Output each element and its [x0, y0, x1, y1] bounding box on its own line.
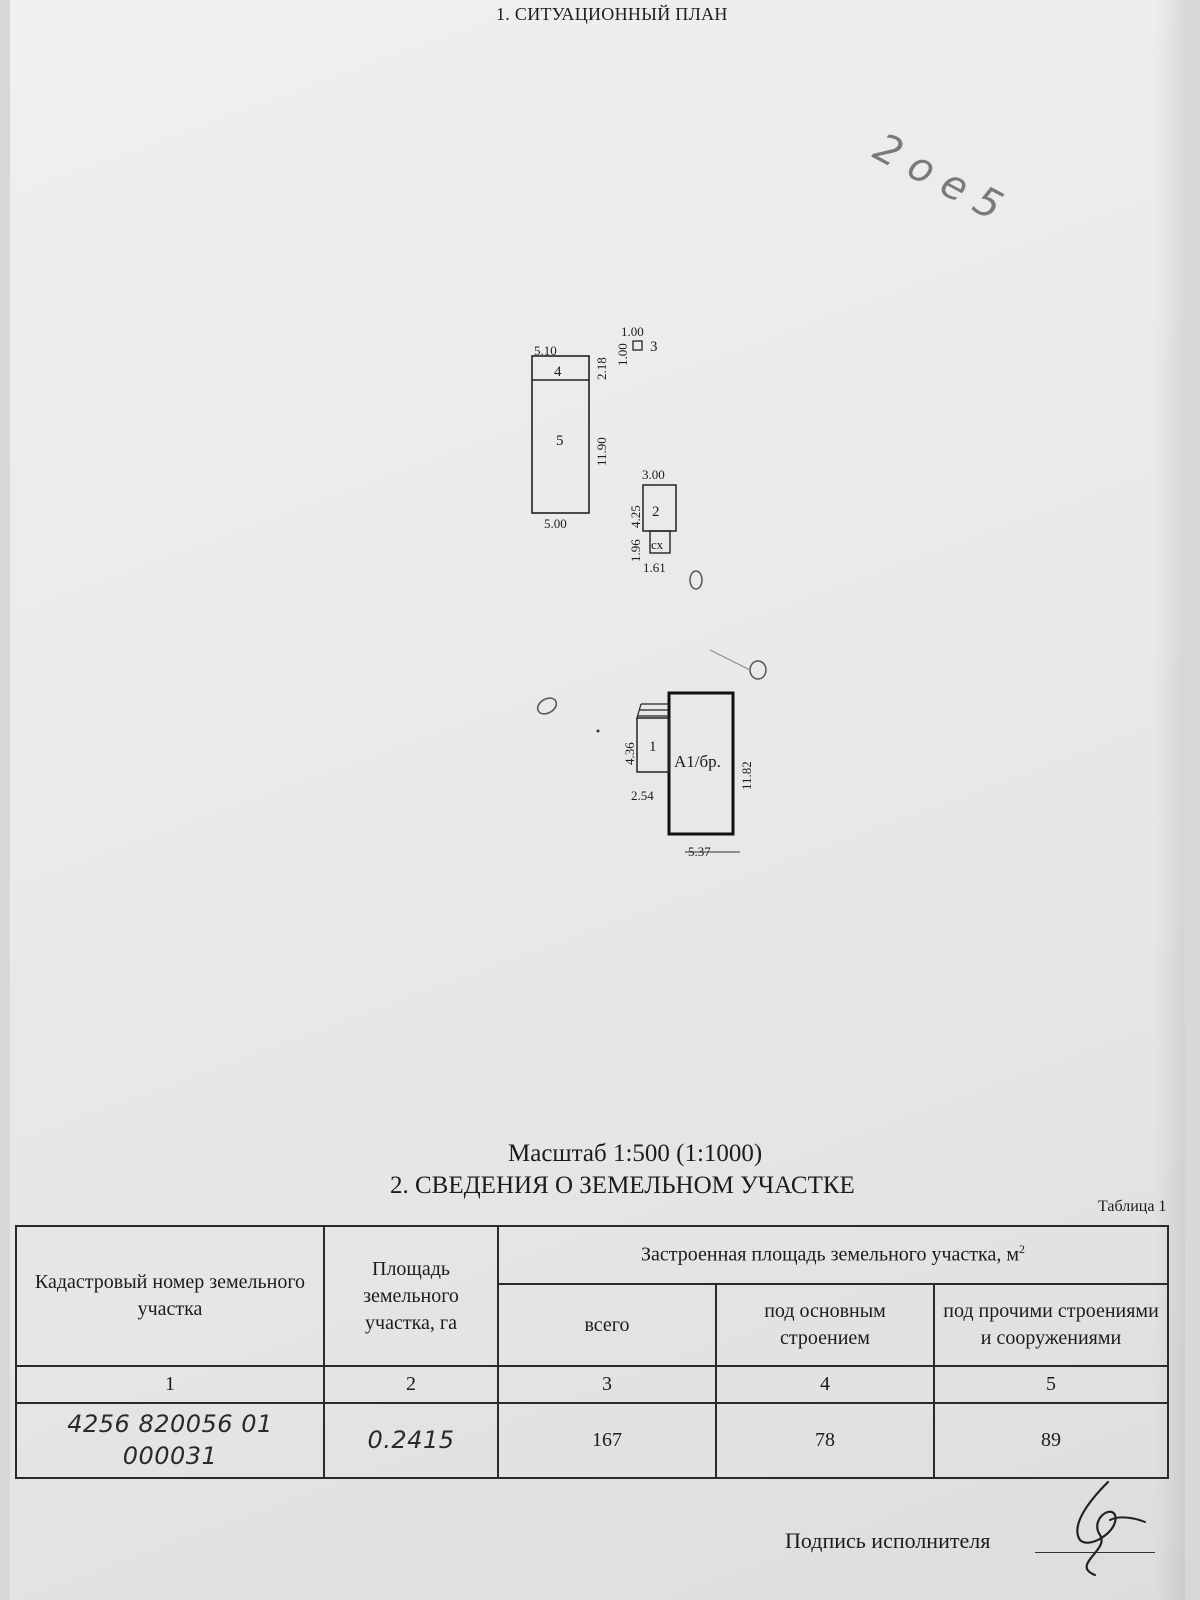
building-4-5: 5.10 4 5 5.00 2.18 11.90 — [531, 343, 609, 531]
label-building-1: 1 — [649, 739, 657, 755]
dim-height-2: 4.25 — [628, 505, 643, 528]
section-2-title: 2. СВЕДЕНИЯ О ЗЕМЕЛЬНОМ УЧАСТКЕ — [390, 1172, 855, 1199]
dot-mark — [596, 729, 600, 733]
dim-height-main: 11.82 — [739, 761, 754, 790]
faint-line — [709, 649, 751, 671]
header-cadastral: Кадастровый номер земельного участка — [15, 1225, 325, 1367]
label-building-4: 4 — [554, 364, 562, 380]
building-3: 1.00 1.00 3 — [615, 324, 658, 366]
step-side — [636, 703, 642, 719]
scale-label: Масштаб 1:500 (1:1000) — [508, 1140, 763, 1167]
building-1: 1 4.36 2.54 — [622, 703, 670, 803]
table-row: 4256 820056 01 000031 0.2415 167 78 89 — [15, 1402, 1170, 1479]
land-info-table: Кадастровый номер земельного участка Пло… — [15, 1225, 1170, 1479]
building-main: А1/бр. 11.82 5.37 — [667, 691, 754, 859]
col-number: 2 — [323, 1365, 499, 1404]
handwritten-mark: 2 o e 5 — [866, 124, 1010, 229]
handwritten-zero-2 — [749, 660, 767, 680]
section-1-title: 1. СИТУАЦИОННЫЙ ПЛАН — [496, 4, 728, 24]
table-label: Таблица 1 — [1098, 1198, 1167, 1215]
building-3-outline — [632, 340, 643, 351]
dim-width-3: 1.00 — [621, 324, 644, 339]
handwritten-zero-3 — [536, 697, 558, 715]
cell-area: 0.2415 — [323, 1402, 499, 1479]
building-2-outline — [642, 484, 677, 532]
dim-height-5: 11.90 — [594, 437, 609, 466]
header-total: всего — [497, 1283, 717, 1367]
header-built-area-sup: 2 — [1018, 1242, 1025, 1257]
cell-main: 78 — [715, 1402, 935, 1479]
cell-cadastral: 4256 820056 01 000031 — [15, 1402, 325, 1479]
building-cx-outline — [649, 530, 671, 554]
signature-label: Подпись исполнителя — [785, 1528, 991, 1553]
label-building-3: 3 — [650, 339, 658, 355]
situation-plan: 2 o e 5 5.10 4 5 5.00 2.18 11.90 1.00 1.… — [531, 124, 1010, 859]
header-built-area-text: Застроенная площадь земельного участка, … — [641, 1243, 1019, 1266]
table-row-numbers: 1 2 3 4 5 — [15, 1365, 1170, 1404]
dim-height-3: 1.00 — [615, 343, 630, 366]
dim-width-1: 2.54 — [631, 788, 654, 803]
building-2: 3.00 2 4.25 сх 1.96 1.61 — [628, 467, 677, 575]
cell-total: 167 — [497, 1402, 717, 1479]
dim-height-1: 4.36 — [622, 742, 637, 765]
header-area: Площадь земельного участка, га — [323, 1225, 499, 1367]
signature-scribble — [1076, 1480, 1146, 1577]
dim-height-4: 2.18 — [594, 357, 609, 380]
handwritten-zero-1 — [689, 570, 703, 590]
col-number: 1 — [15, 1365, 325, 1404]
dim-width-cx: 1.61 — [643, 560, 666, 575]
cell-other: 89 — [932, 1402, 1170, 1479]
dim-height-cx: 1.96 — [628, 539, 643, 562]
header-built-area: Застроенная площадь земельного участка, … — [496, 1225, 1170, 1285]
label-building-5: 5 — [556, 433, 564, 449]
col-number: 4 — [715, 1365, 935, 1404]
label-building-cx: сх — [651, 537, 664, 552]
building-5-outline — [531, 355, 590, 514]
label-building-2: 2 — [652, 504, 660, 520]
dim-top-width: 5.10 — [534, 343, 557, 358]
col-number: 3 — [497, 1365, 717, 1404]
document-page: 1. СИТУАЦИОННЫЙ ПЛАН 2 o e 5 5.10 4 5 5.… — [10, 0, 1185, 1600]
header-main-building: под основным строением — [715, 1283, 935, 1367]
header-other-buildings: под прочими строениями и сооружениями — [932, 1283, 1170, 1367]
label-building-main: А1/бр. — [674, 752, 721, 771]
dim-bottom-width: 5.00 — [544, 516, 567, 531]
building-1-outline — [636, 717, 670, 773]
col-number: 5 — [932, 1365, 1170, 1404]
dim-width-2: 3.00 — [642, 467, 665, 482]
